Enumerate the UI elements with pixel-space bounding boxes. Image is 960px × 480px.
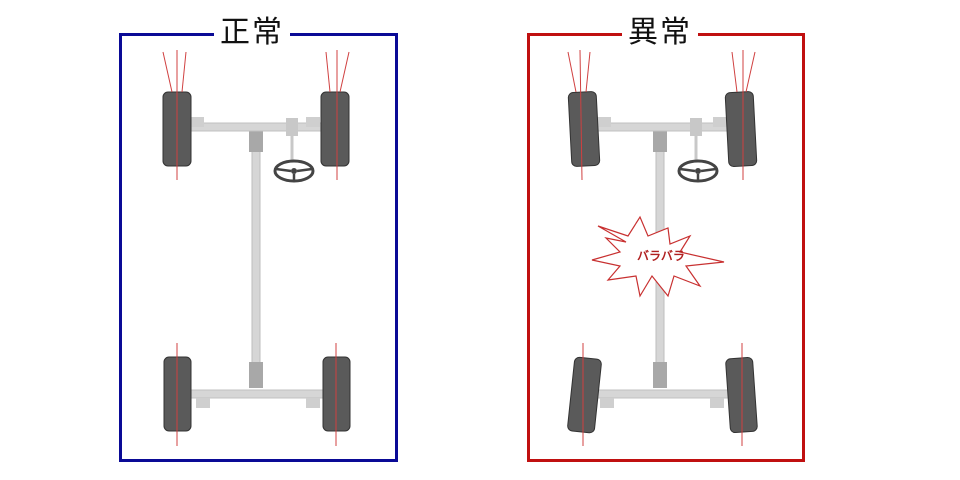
- normal-title: 正常: [214, 16, 290, 50]
- rear-left-tire: [567, 356, 602, 434]
- front-right-tire: [320, 50, 350, 180]
- normal-chassis-diagram: [162, 50, 351, 446]
- steering-wheel-icon: [677, 159, 719, 183]
- burst-icon: [591, 215, 725, 298]
- front-left-tire: [567, 91, 601, 167]
- rear-left-tire: [163, 343, 192, 446]
- rear-right-tire: [322, 343, 351, 446]
- panel-abnormal: 異常 バラバラ: [480, 0, 960, 480]
- abnormal-chassis-diagram: [567, 49, 758, 446]
- front-right-tire: [724, 91, 758, 167]
- front-left-tire: [162, 50, 192, 180]
- abnormal-title: 異常: [622, 16, 698, 50]
- burst-label: バラバラ: [637, 249, 685, 263]
- steering-wheel-icon: [273, 159, 315, 183]
- panel-normal: 正常: [119, 16, 398, 462]
